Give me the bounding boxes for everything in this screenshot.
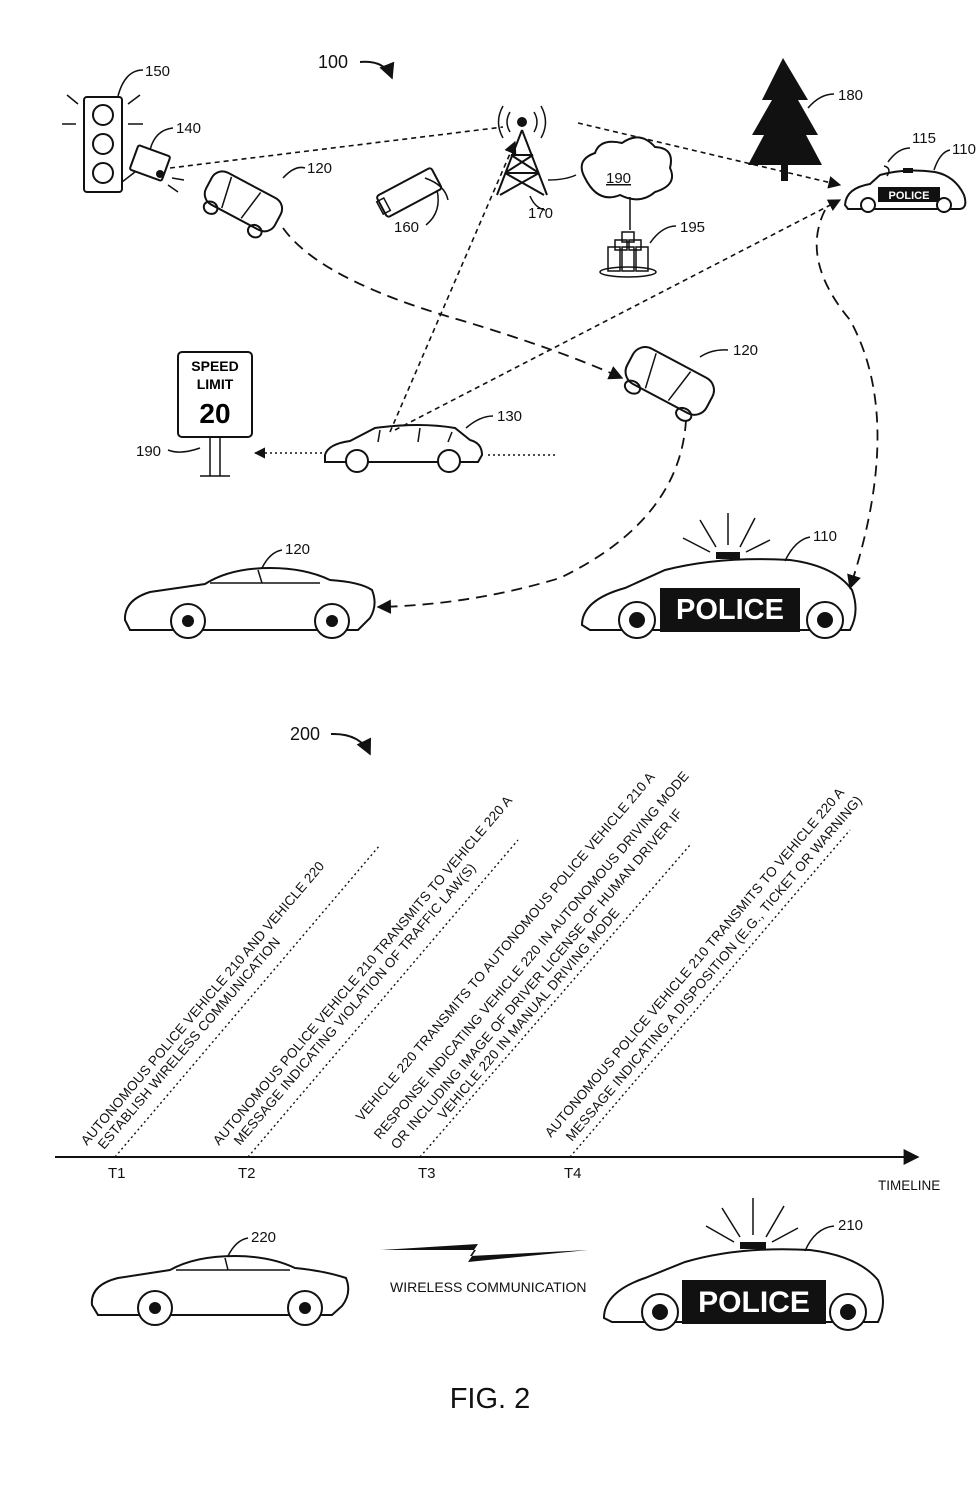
tick-t1: T1 bbox=[108, 1165, 126, 1182]
tick-t2: T2 bbox=[238, 1165, 256, 1182]
vehicle-mid-right-icon bbox=[623, 346, 715, 422]
tower-cloud-link bbox=[547, 174, 577, 181]
leader-190-sign bbox=[167, 447, 201, 453]
leader-160 bbox=[425, 189, 439, 226]
tick-t4: T4 bbox=[564, 1165, 582, 1182]
tree-icon bbox=[748, 58, 822, 181]
police-pursuit-path bbox=[815, 209, 879, 590]
leader-180 bbox=[807, 93, 835, 109]
wireless-bolt-icon bbox=[380, 1244, 588, 1262]
cell-tower-icon bbox=[496, 105, 548, 196]
tick-t3: T3 bbox=[418, 1165, 436, 1182]
sign-line1: SPEED bbox=[191, 358, 238, 374]
ref-100: 100 bbox=[318, 52, 348, 72]
ref-110b: 110 bbox=[813, 528, 837, 545]
event2-leader bbox=[247, 839, 519, 1158]
police-vehicle-210-icon: POLICE bbox=[602, 1198, 884, 1331]
camera-160-mount bbox=[424, 177, 449, 201]
ref-120b: 120 bbox=[733, 342, 758, 359]
vehicle-top-left-icon bbox=[202, 170, 284, 239]
ref-115: 115 bbox=[912, 130, 936, 147]
ref-150: 150 bbox=[145, 63, 170, 80]
ref-140: 140 bbox=[176, 120, 201, 137]
ref-190-sign: 190 bbox=[136, 443, 161, 460]
police-vehicle-large-icon: POLICE bbox=[580, 513, 857, 639]
event1-line1: AUTONOMOUS POLICE VEHICLE 210 AND VEHICL… bbox=[78, 858, 328, 1148]
wireless-label: WIRELESS COMMUNICATION bbox=[390, 1279, 587, 1295]
ref-195: 195 bbox=[680, 219, 705, 236]
leader-220 bbox=[227, 1237, 249, 1257]
police-large-text: POLICE bbox=[676, 594, 784, 626]
police-210-text: POLICE bbox=[698, 1286, 810, 1319]
ref-190-network: 190 bbox=[606, 170, 631, 187]
roadside-camera-icon bbox=[375, 167, 443, 218]
event1-leader bbox=[114, 844, 381, 1158]
ref-120c: 120 bbox=[285, 541, 310, 558]
sign-value: 20 bbox=[199, 398, 230, 429]
ref-200-arrow bbox=[330, 732, 372, 756]
camera-to-tower-link bbox=[169, 126, 504, 169]
ref-200: 200 bbox=[290, 724, 320, 744]
sedan-to-tower-link bbox=[389, 140, 517, 433]
network-cloud-icon bbox=[580, 136, 674, 201]
traffic-camera-icon bbox=[121, 144, 185, 193]
speed-limit-sign: SPEED LIMIT 20 bbox=[177, 351, 253, 477]
leader-210 bbox=[804, 1225, 835, 1252]
event3-line3: OR INCLUDING IMAGE OF DRIVER LICENSE OF … bbox=[388, 806, 686, 1152]
ref-210: 210 bbox=[838, 1217, 863, 1234]
leader-110a bbox=[933, 149, 951, 171]
leader-120a bbox=[282, 166, 306, 179]
vehicle-220-icon bbox=[90, 1254, 350, 1326]
event4-line2: MESSAGE INDICATING A DISPOSITION (E.G., … bbox=[563, 793, 865, 1144]
light-115-mark bbox=[883, 165, 890, 177]
event3-line2: RESPONSE INDICATING VEHICLE 220 IN AUTON… bbox=[371, 768, 692, 1141]
server-cluster-icon bbox=[599, 231, 657, 278]
police-vehicle-small-icon: POLICE bbox=[843, 168, 967, 213]
figure-caption: FIG. 2 bbox=[450, 1383, 531, 1415]
leader-120b bbox=[699, 349, 729, 358]
vehicle-bottom-left-icon bbox=[123, 566, 376, 639]
vehicle-path-bottom bbox=[376, 419, 687, 614]
ref-220: 220 bbox=[251, 1229, 276, 1246]
leader-120c bbox=[261, 549, 283, 569]
vehicle-path-top bbox=[282, 227, 624, 380]
ref-100-arrow bbox=[359, 60, 395, 80]
event3-leader bbox=[419, 844, 691, 1158]
ref-130: 130 bbox=[497, 408, 522, 425]
sedan-vehicle-icon bbox=[324, 424, 484, 473]
ref-110a: 110 bbox=[952, 141, 976, 158]
leader-195 bbox=[649, 225, 677, 244]
ref-160: 160 bbox=[394, 219, 419, 236]
leader-115 bbox=[887, 147, 911, 163]
sedan-to-police-link bbox=[394, 199, 842, 431]
event4-leader bbox=[569, 829, 851, 1158]
leader-110b bbox=[784, 536, 811, 562]
leader-150 bbox=[117, 69, 144, 97]
timeline-diagram: 200 AUTONOMOUS POLICE VEHICLE 210 AND VE… bbox=[55, 724, 940, 1331]
timeline-label: TIMELINE bbox=[878, 1178, 940, 1193]
ref-120a: 120 bbox=[307, 160, 332, 177]
traffic-light-icon bbox=[62, 94, 143, 193]
leader-140 bbox=[149, 127, 174, 151]
leader-170 bbox=[529, 195, 546, 211]
police-small-text: POLICE bbox=[889, 190, 930, 202]
system-diagram: 100 150 140 120 bbox=[62, 52, 976, 639]
ref-180: 180 bbox=[838, 87, 863, 104]
ref-170: 170 bbox=[528, 205, 553, 222]
sign-line2: LIMIT bbox=[197, 376, 234, 392]
leader-130 bbox=[465, 415, 494, 429]
